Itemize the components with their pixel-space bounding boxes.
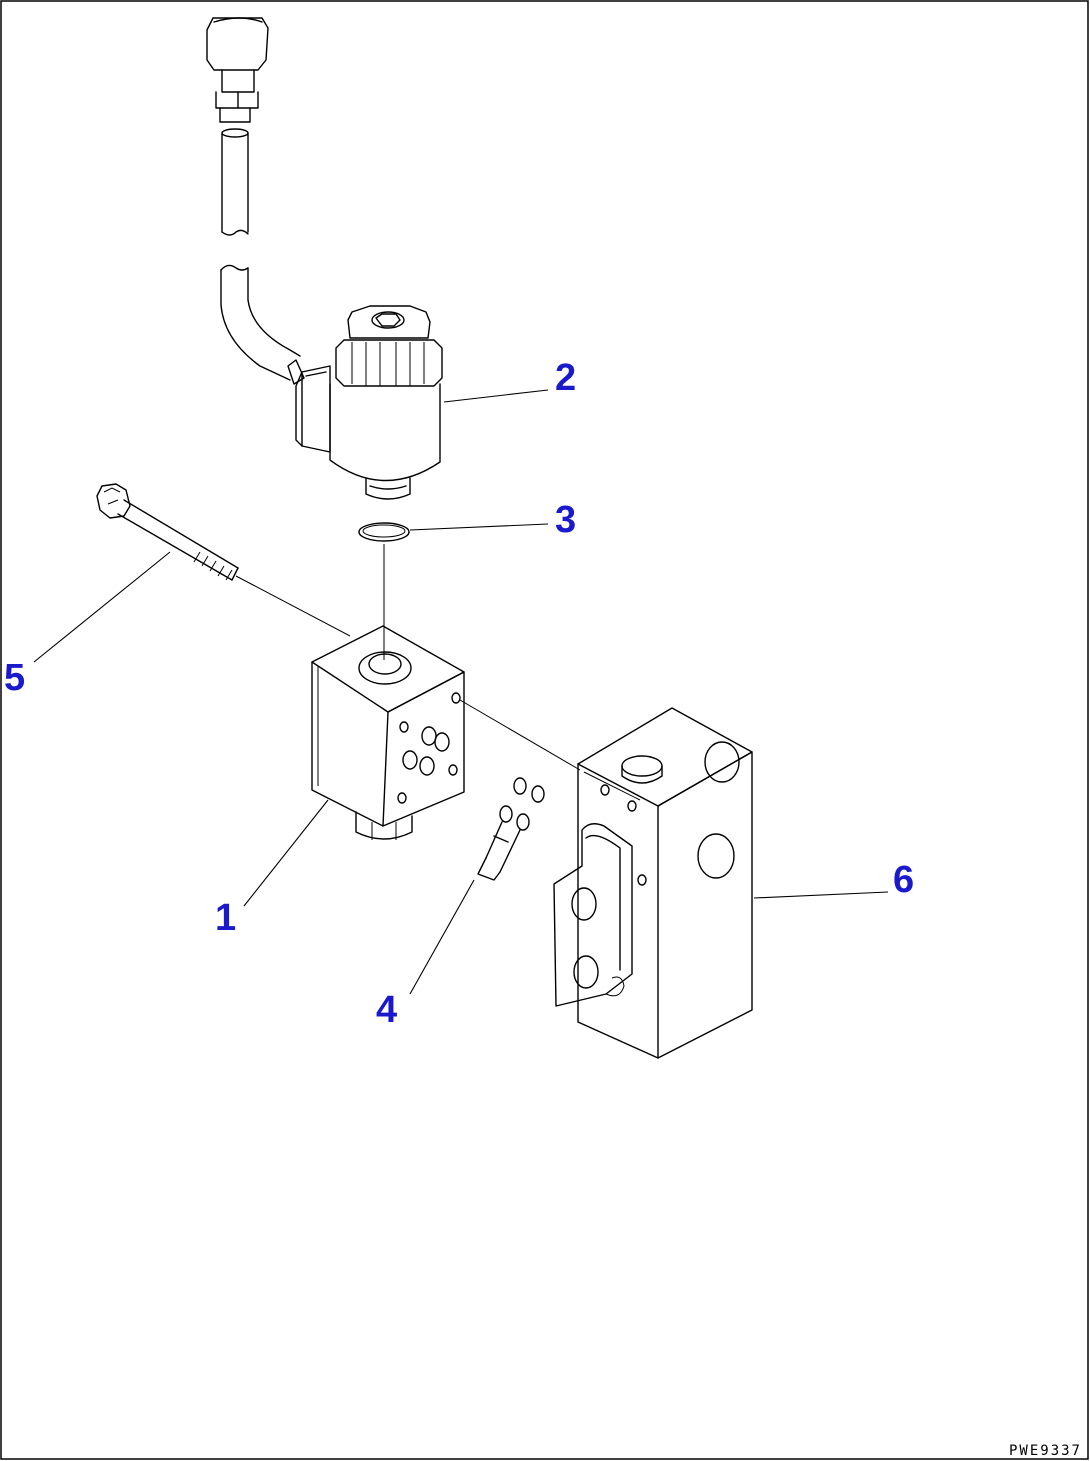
drawing-number: PWE9337 xyxy=(1009,1443,1082,1459)
callout-2: 2 xyxy=(555,357,576,399)
callout-1: 1 xyxy=(215,897,236,939)
connector-cable xyxy=(206,17,305,385)
callout-5: 5 xyxy=(4,657,25,699)
bolt-axis-line xyxy=(235,575,351,637)
solenoid-part-2 xyxy=(295,305,443,500)
valve-block-part-1 xyxy=(311,625,465,840)
leader-lines xyxy=(33,389,889,995)
callout-6: 6 xyxy=(893,859,914,901)
bolt-part-5 xyxy=(96,483,239,581)
manifold-block-part-6 xyxy=(553,707,753,1059)
callout-4: 4 xyxy=(376,989,397,1031)
o-ring-part-3 xyxy=(358,522,410,542)
callout-3: 3 xyxy=(555,499,576,541)
mounting-line xyxy=(459,699,581,771)
plug-part-4 xyxy=(477,777,545,881)
